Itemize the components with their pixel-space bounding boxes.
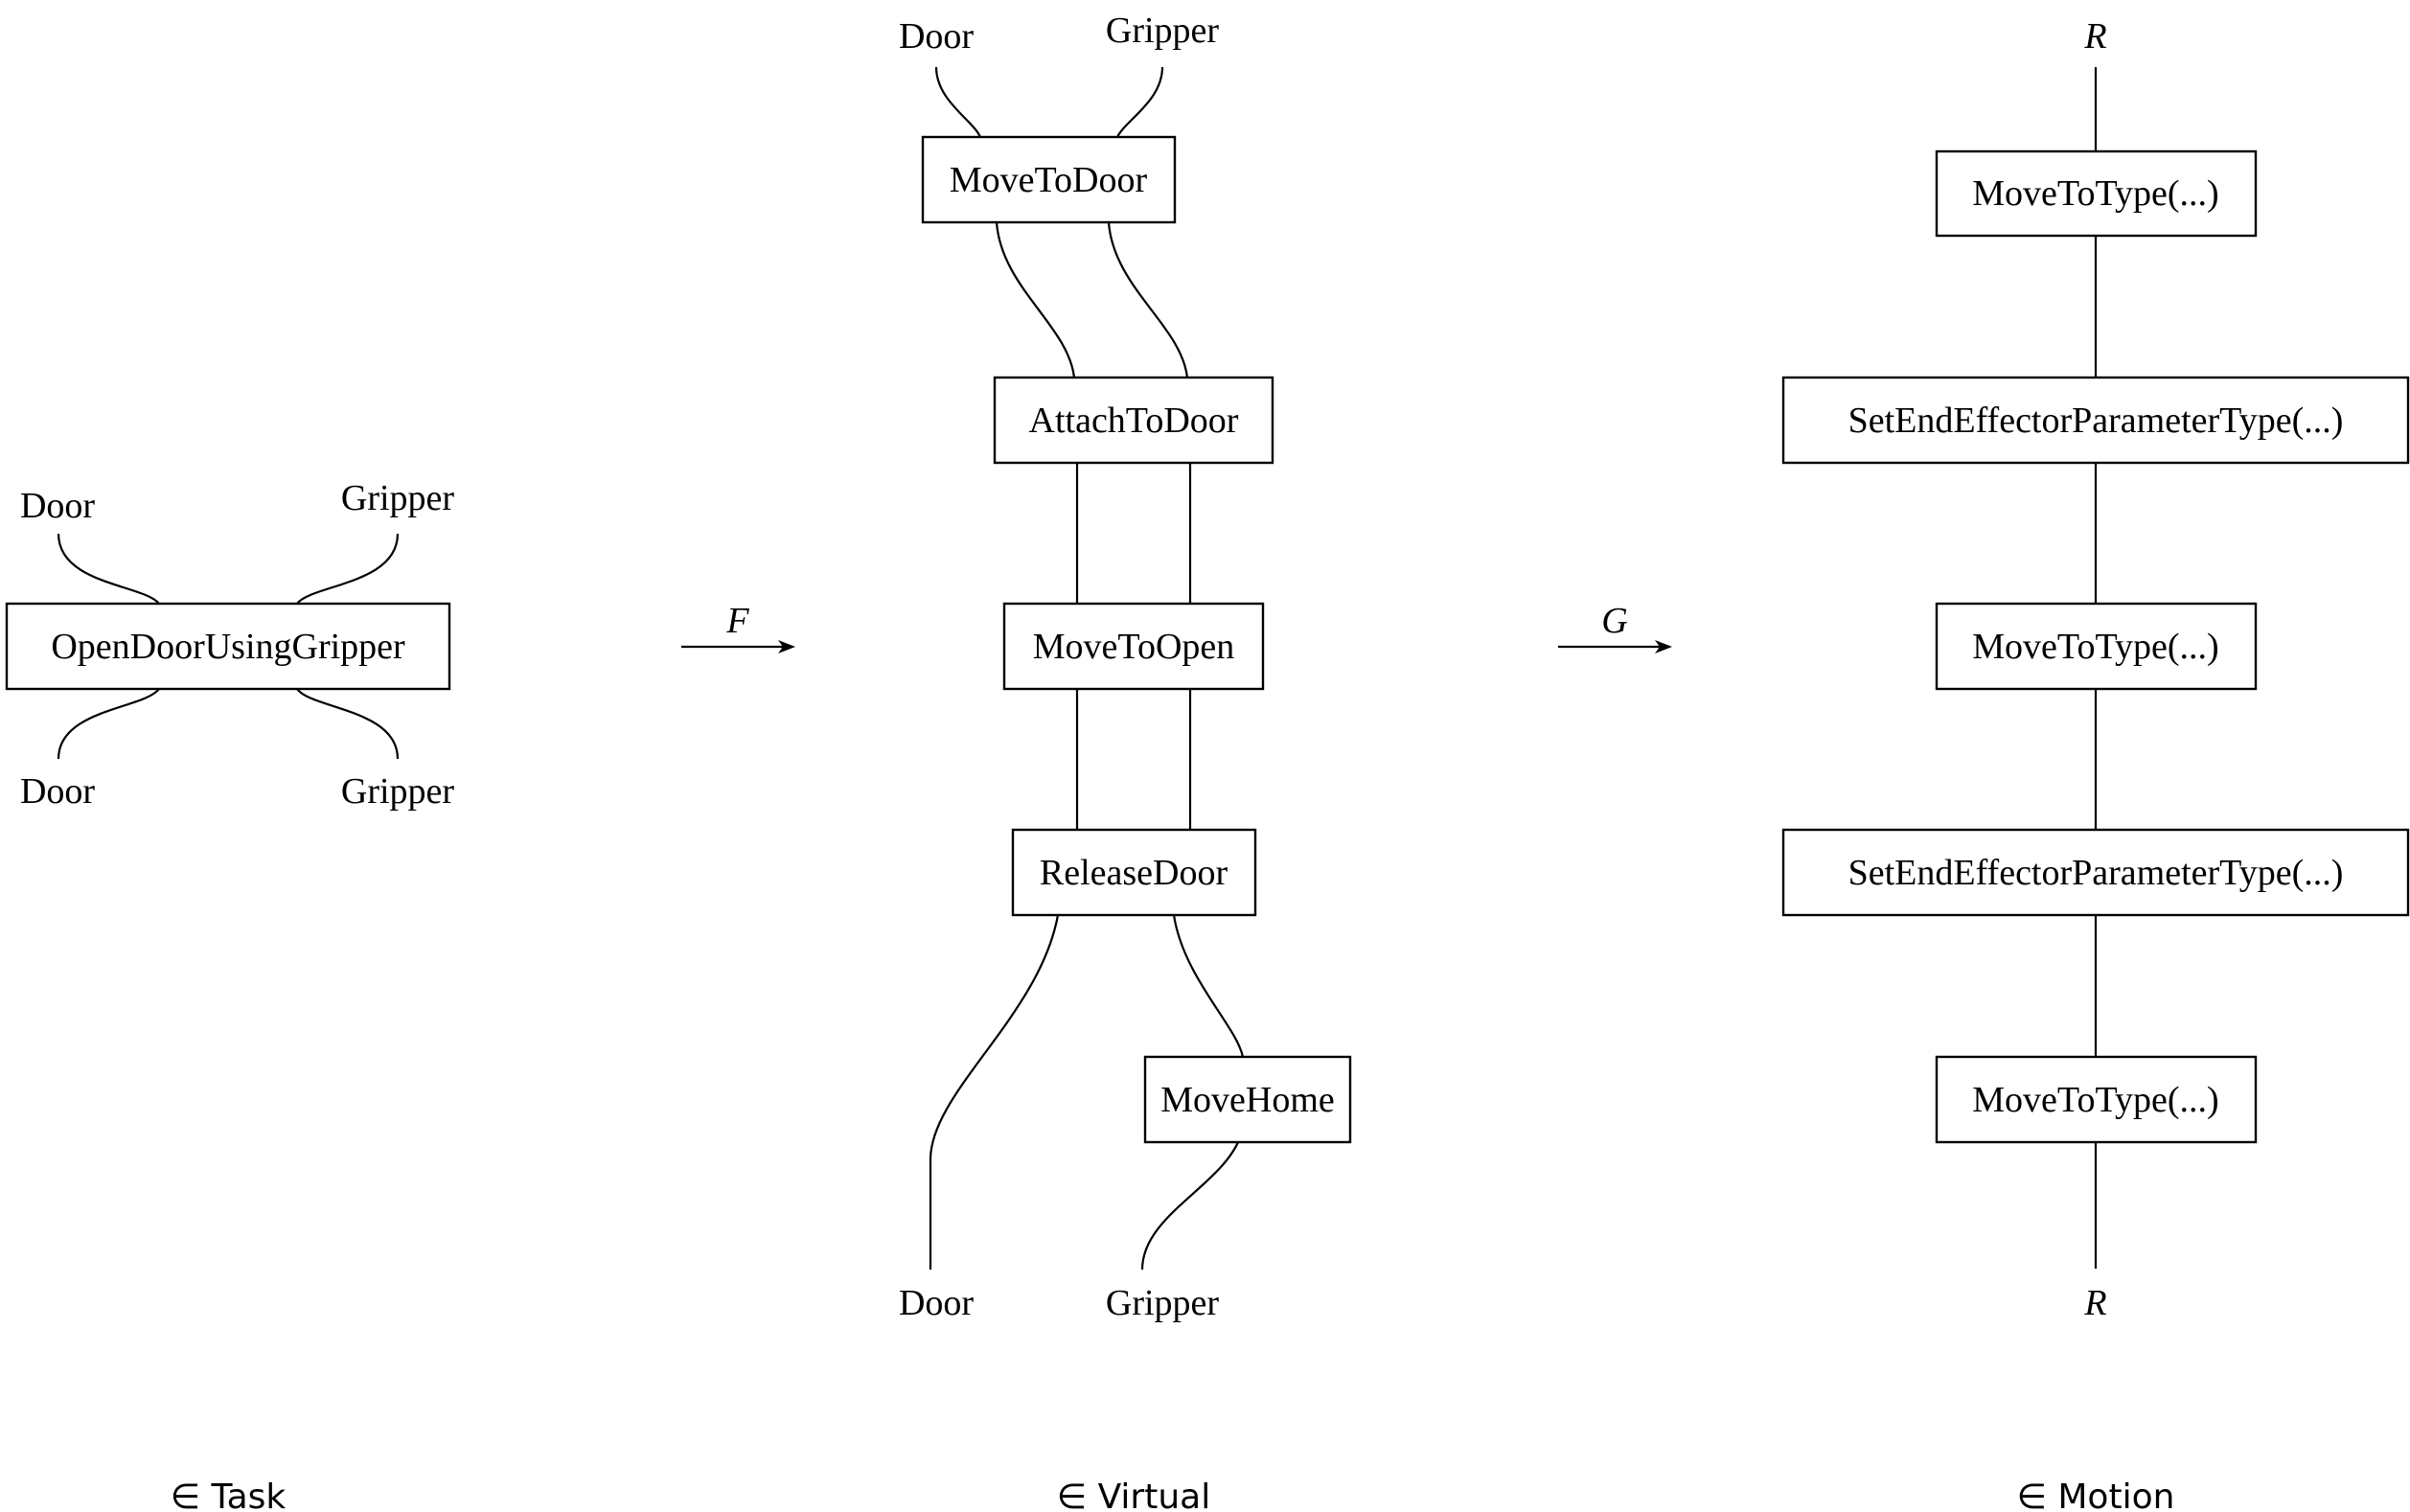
motion-caption: ∈ Motion xyxy=(2017,1478,2175,1512)
virtual-box-attach-to-door-label: AttachToDoor xyxy=(1029,401,1239,441)
virtual-box-move-to-open-label: MoveToOpen xyxy=(1033,627,1235,667)
virtual-box-move-home xyxy=(1143,1055,1352,1144)
motion-box-4-label: SetEndEffectorParameterType(...) xyxy=(1848,853,2344,893)
virtual-output-door-label: Door xyxy=(899,1283,974,1323)
virtual-wire-gripper-in xyxy=(1116,66,1164,138)
motion-input-r-label: R xyxy=(2083,16,2106,57)
motion-box-set-end-effector-2 xyxy=(1781,828,2410,917)
functor-f-label: F xyxy=(725,601,749,641)
task-wire-door-out xyxy=(57,688,160,760)
motion-diagram: R MoveToType(...) SetEndEffectorParamete… xyxy=(1781,16,2410,1512)
virtual-input-door-label: Door xyxy=(899,16,974,57)
motion-output-r-label: R xyxy=(2083,1283,2106,1323)
virtual-wire-door-in xyxy=(934,66,982,138)
virtual-box-release-door-label: ReleaseDoor xyxy=(1040,853,1228,893)
task-wire-door-in xyxy=(57,533,160,605)
motion-box-3-label: MoveToType(...) xyxy=(1972,627,2218,667)
virtual-diagram: Door Gripper MoveToDoor AttachToDoor Mov… xyxy=(899,11,1352,1512)
arrow-g-head-icon xyxy=(1655,640,1672,653)
virtual-wire-gripper-out xyxy=(1140,1141,1239,1271)
functor-f-arrow: F xyxy=(681,601,795,653)
task-box-open-door-using-gripper xyxy=(5,602,451,691)
virtual-box-attach-to-door xyxy=(993,376,1274,465)
task-caption: ∈ Task xyxy=(171,1478,287,1512)
motion-box-2-label: SetEndEffectorParameterType(...) xyxy=(1848,401,2344,441)
motion-box-set-end-effector-1 xyxy=(1781,376,2410,465)
task-output-door-label: Door xyxy=(20,771,95,812)
task-output-gripper-label: Gripper xyxy=(341,771,455,812)
arrow-f-head-icon xyxy=(778,640,795,653)
virtual-box-move-to-door xyxy=(921,135,1177,224)
virtual-box-move-to-open xyxy=(1002,602,1265,691)
virtual-box-move-to-door-label: MoveToDoor xyxy=(950,160,1148,200)
functor-g-arrow: G xyxy=(1558,601,1672,653)
virtual-output-gripper-label: Gripper xyxy=(1106,1283,1220,1323)
motion-box-5-label: MoveToType(...) xyxy=(1972,1080,2218,1120)
task-wire-gripper-out xyxy=(296,688,400,760)
virtual-box-release-door xyxy=(1011,828,1257,917)
task-diagram: Door Gripper OpenDoorUsingGripper Door G… xyxy=(5,478,455,1512)
virtual-wire-gripper-4 xyxy=(1172,914,1245,1058)
motion-box-move-to-type-3 xyxy=(1935,1055,2258,1144)
virtual-wire-door-1 xyxy=(995,221,1076,378)
virtual-wire-gripper-1 xyxy=(1107,221,1189,378)
functor-g-label: G xyxy=(1601,601,1627,641)
motion-box-move-to-type-1 xyxy=(1935,149,2258,238)
task-input-gripper-label: Gripper xyxy=(341,478,455,518)
motion-box-1-label: MoveToType(...) xyxy=(1972,173,2218,214)
virtual-box-move-home-label: MoveHome xyxy=(1160,1080,1335,1120)
motion-box-move-to-type-2 xyxy=(1935,602,2258,691)
virtual-caption: ∈ Virtual xyxy=(1057,1478,1210,1512)
task-box-label: OpenDoorUsingGripper xyxy=(51,627,405,667)
task-input-door-label: Door xyxy=(20,486,95,526)
task-wire-gripper-in xyxy=(296,533,400,605)
virtual-wire-door-out xyxy=(929,914,1060,1270)
virtual-input-gripper-label: Gripper xyxy=(1106,11,1220,51)
